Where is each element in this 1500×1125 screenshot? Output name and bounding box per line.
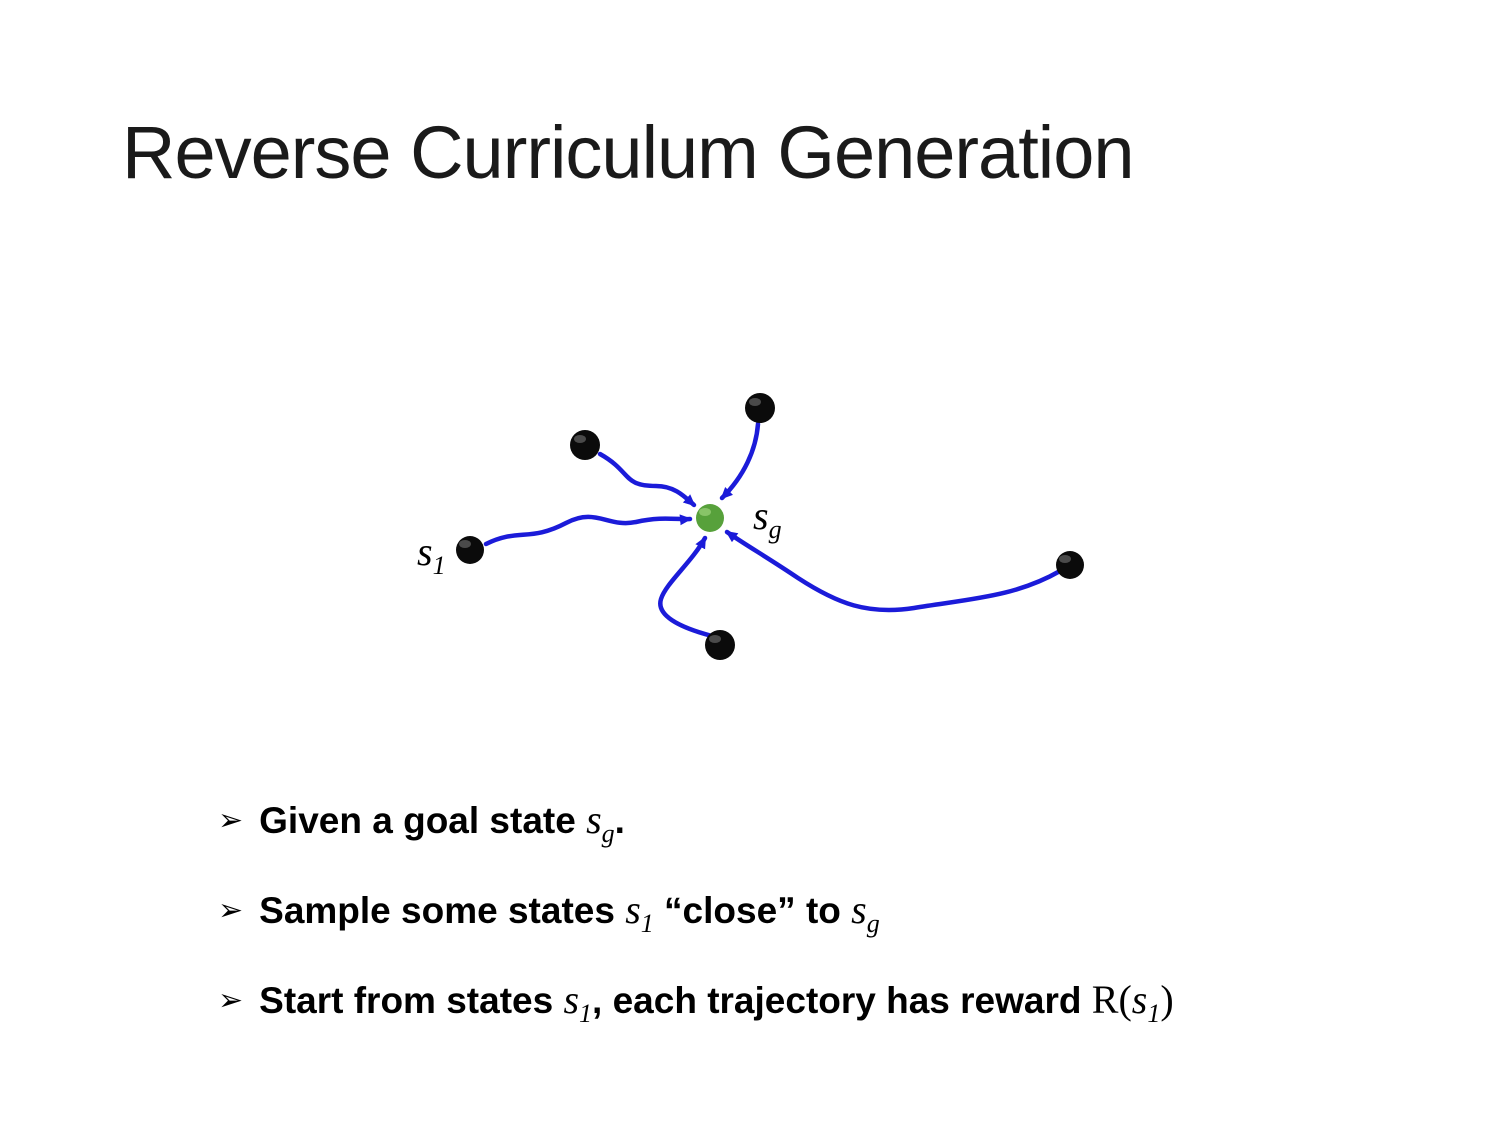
bullet-text: Start from states s1, each trajectory ha… bbox=[259, 976, 1174, 1027]
bullet-arrow-icon: ➢ bbox=[218, 803, 244, 838]
trajectory-arrow bbox=[658, 535, 715, 639]
bullet-sample-states: ➢ Sample some states s1 “close” to sg bbox=[218, 886, 1174, 938]
bullet-text-segment: “close” to bbox=[653, 890, 852, 931]
math-base: s bbox=[625, 887, 641, 932]
bullet-text-segment: , each trajectory has reward bbox=[592, 980, 1092, 1021]
bullet-text-segment: Start from states bbox=[259, 980, 564, 1021]
math-base: s bbox=[586, 797, 602, 842]
bullet-text-segment: . bbox=[614, 800, 625, 841]
math-base: s bbox=[851, 887, 867, 932]
bullet-start-reward: ➢ Start from states s1, each trajectory … bbox=[218, 976, 1174, 1028]
state-node bbox=[705, 630, 735, 660]
math-base: s bbox=[563, 977, 580, 1022]
math-close-paren: ) bbox=[1160, 977, 1174, 1022]
state-node bbox=[745, 393, 775, 423]
state-node-highlight bbox=[749, 398, 761, 406]
state-node bbox=[1056, 551, 1084, 579]
math-symbol-s1: s1 bbox=[1131, 977, 1161, 1027]
goal-state-label: sg bbox=[753, 492, 782, 543]
bullet-text-segment: Sample some states bbox=[259, 890, 626, 931]
math-symbol-s1: s1 bbox=[563, 977, 592, 1027]
math-sub: 1 bbox=[1147, 999, 1161, 1028]
state-node-highlight bbox=[709, 635, 721, 643]
math-symbol-sg: sg bbox=[851, 887, 880, 937]
bullet-goal-state: ➢ Given a goal state sg. bbox=[218, 796, 1174, 848]
start-state-label-sub: 1 bbox=[432, 551, 446, 580]
trajectory-arrow bbox=[597, 451, 697, 508]
trajectory-diagram-canvas bbox=[456, 393, 1084, 660]
bullet-list: ➢ Given a goal state sg. ➢ Sample some s… bbox=[218, 796, 1174, 1066]
slide-title: Reverse Curriculum Generation bbox=[122, 111, 1135, 194]
goal-node bbox=[696, 504, 724, 532]
math-symbol-s1: s1 bbox=[625, 887, 654, 937]
trajectory-diagram bbox=[370, 370, 1110, 690]
bullet-arrow-icon: ➢ bbox=[218, 983, 244, 1018]
goal-state-label-sub: g bbox=[768, 515, 782, 544]
math-sub: g bbox=[601, 819, 615, 848]
trajectory-arrow bbox=[719, 421, 761, 501]
trajectory-arrow bbox=[483, 514, 693, 547]
math-sub: g bbox=[866, 909, 880, 938]
goal-node-highlight bbox=[699, 508, 711, 516]
math-base: s bbox=[1131, 977, 1148, 1022]
start-state-label: s1 bbox=[417, 528, 446, 579]
start-state-label-base: s bbox=[417, 529, 433, 574]
math-sub: 1 bbox=[640, 909, 654, 938]
math-sub: 1 bbox=[579, 999, 593, 1028]
bullet-text-segment: Given a goal state bbox=[259, 800, 587, 841]
state-node-highlight bbox=[459, 540, 471, 548]
state-node-s1 bbox=[456, 536, 484, 564]
state-node-highlight bbox=[1059, 555, 1071, 563]
state-node-highlight bbox=[574, 435, 586, 443]
goal-state-label-base: s bbox=[753, 493, 769, 538]
math-symbol-sg: sg bbox=[586, 797, 615, 847]
math-reward-function: R( bbox=[1091, 977, 1132, 1022]
state-node bbox=[570, 430, 600, 460]
bullet-text: Sample some states s1 “close” to sg bbox=[259, 886, 880, 937]
trajectory-arrow bbox=[724, 529, 1063, 613]
bullet-arrow-icon: ➢ bbox=[218, 893, 244, 928]
bullet-text: Given a goal state sg. bbox=[259, 796, 625, 847]
